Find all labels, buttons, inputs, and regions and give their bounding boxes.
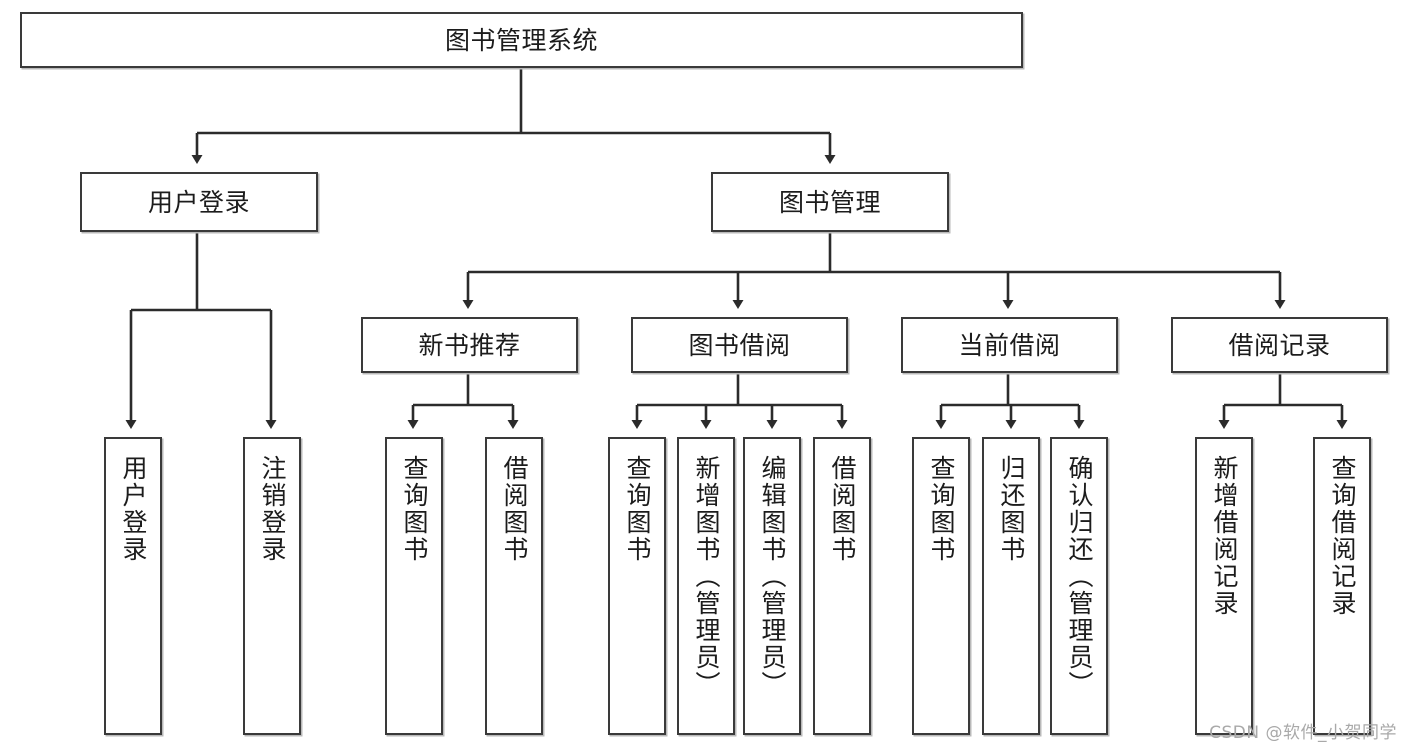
- leaf-user-login-logout[interactable]: 注销登录: [243, 437, 301, 735]
- node-user-login-label: 用户登录: [147, 187, 250, 217]
- node-book-borrow[interactable]: 图书借阅: [631, 317, 848, 373]
- leaf-borrow-borrow-book[interactable]: 借阅图书: [813, 437, 871, 735]
- leaf-borrow-add-book[interactable]: 新增图书（管理员）: [677, 437, 735, 735]
- leaf-label: 借阅图书: [500, 455, 529, 563]
- leaf-current-query-book[interactable]: 查询图书: [912, 437, 970, 735]
- leaf-label: 新增借阅记录: [1210, 455, 1239, 617]
- leaf-borrow-edit-book[interactable]: 编辑图书（管理员）: [743, 437, 801, 735]
- leaf-recommend-borrow-book[interactable]: 借阅图书: [485, 437, 543, 735]
- node-current-borrow-label: 当前借阅: [958, 330, 1061, 360]
- leaf-label: 查询图书: [623, 455, 652, 563]
- node-borrow-record[interactable]: 借阅记录: [1171, 317, 1388, 373]
- leaf-label: 归还图书: [997, 455, 1026, 563]
- leaf-record-query-record[interactable]: 查询借阅记录: [1313, 437, 1371, 735]
- leaf-label: 注销登录: [258, 455, 287, 563]
- node-root[interactable]: 图书管理系统: [20, 12, 1023, 68]
- leaf-label: 查询图书: [927, 455, 956, 563]
- node-book-management-label: 图书管理: [778, 187, 881, 217]
- leaf-label: 新增图书（管理员）: [692, 455, 721, 698]
- leaf-label: 查询借阅记录: [1328, 455, 1357, 617]
- leaf-record-add-record[interactable]: 新增借阅记录: [1195, 437, 1253, 735]
- leaf-current-return-book[interactable]: 归还图书: [982, 437, 1040, 735]
- leaf-recommend-query-book[interactable]: 查询图书: [385, 437, 443, 735]
- leaf-label: 编辑图书（管理员）: [758, 455, 787, 698]
- node-book-borrow-label: 图书借阅: [688, 330, 791, 360]
- node-new-book-recommend[interactable]: 新书推荐: [361, 317, 578, 373]
- watermark: CSDN @软件_小贺同学: [1209, 723, 1397, 743]
- leaf-current-confirm-return[interactable]: 确认归还（管理员）: [1050, 437, 1108, 735]
- node-borrow-record-label: 借阅记录: [1228, 330, 1331, 360]
- leaf-label: 确认归还（管理员）: [1065, 455, 1094, 698]
- leaf-user-login-login[interactable]: 用户登录: [104, 437, 162, 735]
- node-user-login[interactable]: 用户登录: [80, 172, 318, 232]
- leaf-label: 查询图书: [400, 455, 429, 563]
- node-root-label: 图书管理系统: [444, 25, 598, 55]
- node-book-management[interactable]: 图书管理: [711, 172, 949, 232]
- node-new-book-recommend-label: 新书推荐: [418, 330, 521, 360]
- leaf-label: 用户登录: [119, 455, 148, 563]
- node-current-borrow[interactable]: 当前借阅: [901, 317, 1118, 373]
- leaf-label: 借阅图书: [828, 455, 857, 563]
- leaf-borrow-query-book[interactable]: 查询图书: [608, 437, 666, 735]
